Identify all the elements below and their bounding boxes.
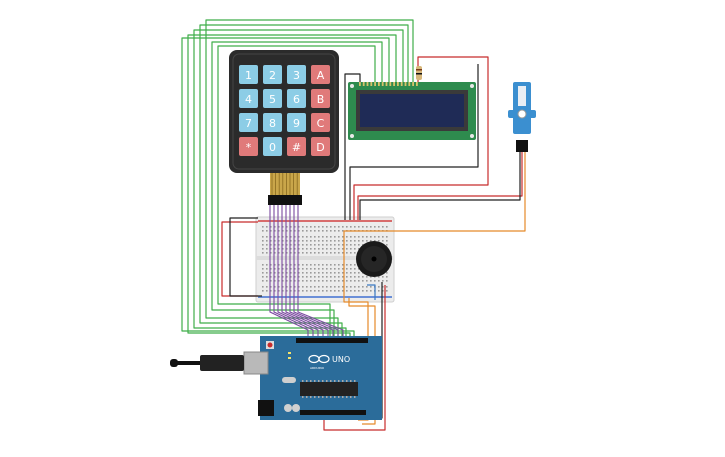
blue-wire[interactable] (367, 284, 376, 300)
digital-header (296, 338, 368, 343)
mount-hole (350, 134, 354, 138)
purple-wire[interactable] (285, 205, 329, 338)
keypad-key-8[interactable]: 8 (263, 113, 282, 132)
mount-hole (470, 134, 474, 138)
keypad-key-A[interactable]: A (311, 65, 330, 84)
green-wire[interactable] (193, 29, 404, 336)
keypad-key-label: D (316, 141, 324, 154)
green-wire[interactable] (205, 19, 414, 336)
keypad[interactable]: 1 2 3 A 4 5 6 B 7 8 9 C * 0 # D (229, 50, 339, 205)
lcd-screen (360, 94, 464, 127)
green-wire[interactable] (187, 34, 397, 336)
purple-wire[interactable] (273, 205, 314, 338)
keypad-key-label: 1 (245, 69, 252, 82)
keypad-key-label: 4 (245, 93, 252, 106)
arduino-uno[interactable]: UNO ARDUINO (170, 336, 382, 420)
keypad-key-6[interactable]: 6 (287, 89, 306, 108)
keypad-key-label: 3 (293, 69, 300, 82)
keypad-key-label: # (292, 141, 301, 154)
red-wire[interactable] (221, 221, 258, 297)
piezo-buzzer[interactable] (356, 241, 392, 277)
keypad-key-2[interactable]: 2 (263, 65, 282, 84)
power-jack (258, 400, 274, 416)
keypad-key-5[interactable]: 5 (263, 89, 282, 108)
black-wire[interactable] (359, 152, 521, 220)
servo-horn (518, 86, 526, 106)
keypad-key-label: 6 (293, 93, 300, 106)
keypad-key-7[interactable]: 7 (239, 113, 258, 132)
keypad-key-9[interactable]: 9 (287, 113, 306, 132)
servo-motor[interactable] (508, 82, 536, 152)
keypad-key-1[interactable]: 1 (239, 65, 258, 84)
usb-cable-plug (200, 355, 244, 371)
purple-wire[interactable] (297, 205, 344, 338)
servo-body (513, 82, 531, 134)
usb-port (243, 351, 269, 375)
keypad-key-label: 7 (245, 117, 252, 130)
breadboard-power-rail-bottom (258, 296, 392, 298)
arduino-board (260, 336, 382, 420)
resistor[interactable] (416, 66, 422, 80)
black-wire[interactable] (229, 217, 262, 297)
lcd-pins (359, 82, 418, 86)
purple-wire[interactable] (281, 205, 324, 338)
reset-button[interactable] (267, 342, 273, 348)
atmega-chip (300, 382, 358, 396)
keypad-key-label: B (317, 93, 325, 106)
keypad-key-*[interactable]: * (239, 137, 258, 156)
servo-connector (516, 140, 528, 152)
red-wire[interactable] (353, 56, 489, 220)
keypad-key-label: A (317, 69, 325, 82)
keypad-key-3[interactable]: 3 (287, 65, 306, 84)
keypad-key-label: 8 (269, 117, 276, 130)
red-wire[interactable] (357, 152, 523, 220)
orange-wire[interactable] (348, 298, 376, 425)
mount-hole (470, 84, 474, 88)
keypad-key-C[interactable]: C (311, 113, 330, 132)
purple-wire[interactable] (289, 205, 334, 338)
green-wire[interactable] (217, 45, 376, 336)
breadboard-center-channel (256, 256, 394, 260)
keypad-key-#[interactable]: # (287, 137, 306, 156)
keypad-key-label: 0 (269, 141, 276, 154)
purple-wire[interactable] (269, 205, 309, 338)
keypad-ribbon-wires (269, 205, 344, 338)
green-wire[interactable] (211, 41, 383, 336)
keypad-key-B[interactable]: B (311, 89, 330, 108)
purple-wire[interactable] (293, 205, 339, 338)
mount-hole (350, 84, 354, 88)
keypad-key-D[interactable]: D (311, 137, 330, 156)
keypad-key-label: 9 (293, 117, 300, 130)
keypad-key-0[interactable]: 0 (263, 137, 282, 156)
keypad-key-label: 5 (269, 93, 276, 106)
board-header-label: ARDUINO (310, 366, 325, 370)
board-brand-label: UNO (332, 355, 350, 364)
keypad-ribbon (270, 173, 300, 195)
keypad-key-label: 2 (269, 69, 276, 82)
keypad-key-label: * (246, 141, 252, 154)
green-wire[interactable] (181, 37, 390, 336)
keypad-keys: 1 2 3 A 4 5 6 B 7 8 9 C * 0 # D (239, 65, 330, 156)
purple-wire[interactable] (277, 205, 319, 338)
analog-header (300, 410, 366, 415)
black-wire[interactable] (344, 73, 361, 220)
keypad-key-label: C (317, 117, 325, 130)
keypad-key-4[interactable]: 4 (239, 89, 258, 108)
breadboard-power-rail-top (258, 220, 392, 222)
lcd-display[interactable] (348, 82, 476, 140)
black-wire[interactable] (349, 64, 479, 220)
keypad-connector (268, 195, 302, 205)
green-wire[interactable] (199, 24, 409, 336)
